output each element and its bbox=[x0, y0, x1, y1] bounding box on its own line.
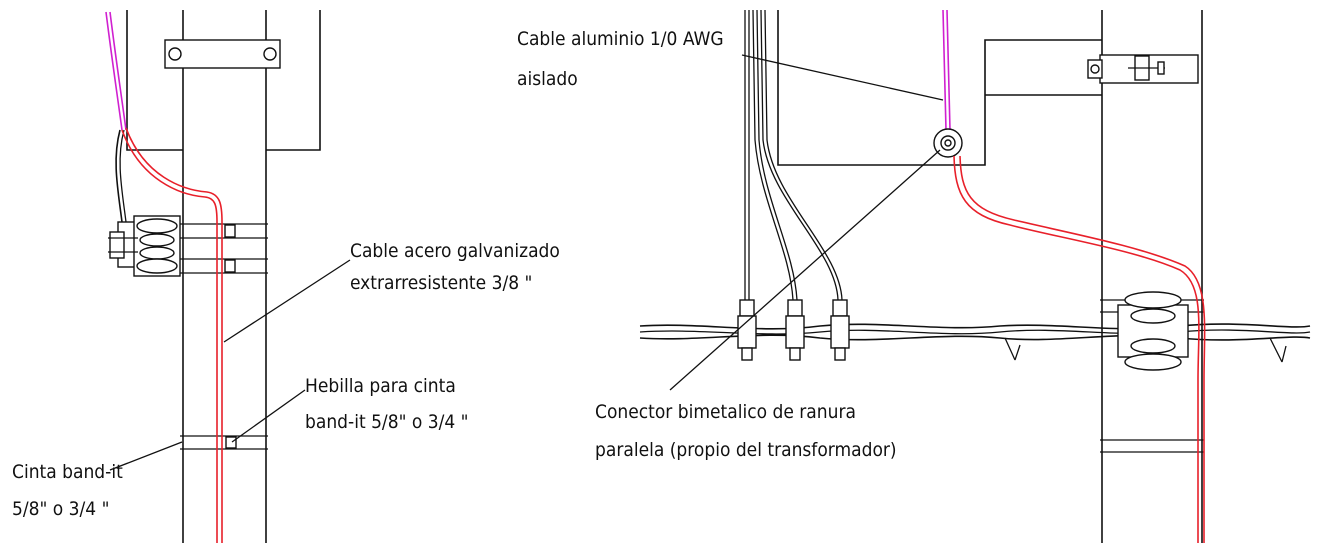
band-strap bbox=[180, 223, 268, 239]
leader-line bbox=[669, 149, 941, 391]
spool-insulator bbox=[108, 215, 181, 277]
neutral-cable bbox=[115, 129, 123, 223]
label-conector-line2: paralela (propio del transformador) bbox=[595, 439, 897, 461]
label-cable-acero-line1: Cable acero galvanizado bbox=[350, 240, 560, 262]
bimetal-connector bbox=[933, 128, 963, 158]
label-cable-acero-line2: extrarresistente 3/8 " bbox=[350, 272, 532, 294]
leader-line bbox=[223, 259, 351, 343]
connector-icon bbox=[785, 299, 805, 361]
twisted-messenger-cable bbox=[639, 323, 1311, 363]
band-strap-lower bbox=[180, 435, 268, 450]
top-bracket bbox=[164, 39, 281, 69]
bolt-icon bbox=[168, 47, 182, 61]
ground-cable bbox=[121, 129, 218, 543]
label-cable-aluminio-line2: aislado bbox=[517, 68, 578, 90]
spool-insulator bbox=[1117, 291, 1189, 371]
label-cable-aluminio-line1: Cable aluminio 1/0 AWG bbox=[517, 28, 724, 50]
left-transformer-body bbox=[126, 10, 183, 151]
drop-cables bbox=[744, 9, 843, 301]
aluminum-cable bbox=[942, 9, 947, 131]
leader-line bbox=[741, 54, 944, 101]
left-transformer-body bbox=[266, 10, 321, 151]
aluminum-cable bbox=[105, 11, 123, 131]
ground-cable bbox=[953, 155, 1200, 543]
leader-line bbox=[109, 441, 183, 471]
label-cinta-line1: Cinta band-it bbox=[12, 461, 123, 483]
connector-icon bbox=[830, 299, 850, 361]
right-transformer-body bbox=[777, 10, 1102, 166]
band-strap bbox=[180, 258, 268, 274]
buckle-icon bbox=[225, 436, 237, 449]
label-hebilla-line1: Hebilla para cinta bbox=[305, 375, 456, 397]
leader-line bbox=[231, 389, 306, 443]
bolt-icon bbox=[263, 47, 277, 61]
label-hebilla-line2: band-it 5/8" o 3/4 " bbox=[305, 411, 469, 433]
right-view bbox=[639, 9, 1311, 543]
left-view bbox=[105, 10, 351, 543]
label-conector-line1: Conector bimetalico de ranura bbox=[595, 401, 856, 423]
connector-icon bbox=[737, 299, 757, 361]
label-cinta-line2: 5/8" o 3/4 " bbox=[12, 498, 109, 520]
